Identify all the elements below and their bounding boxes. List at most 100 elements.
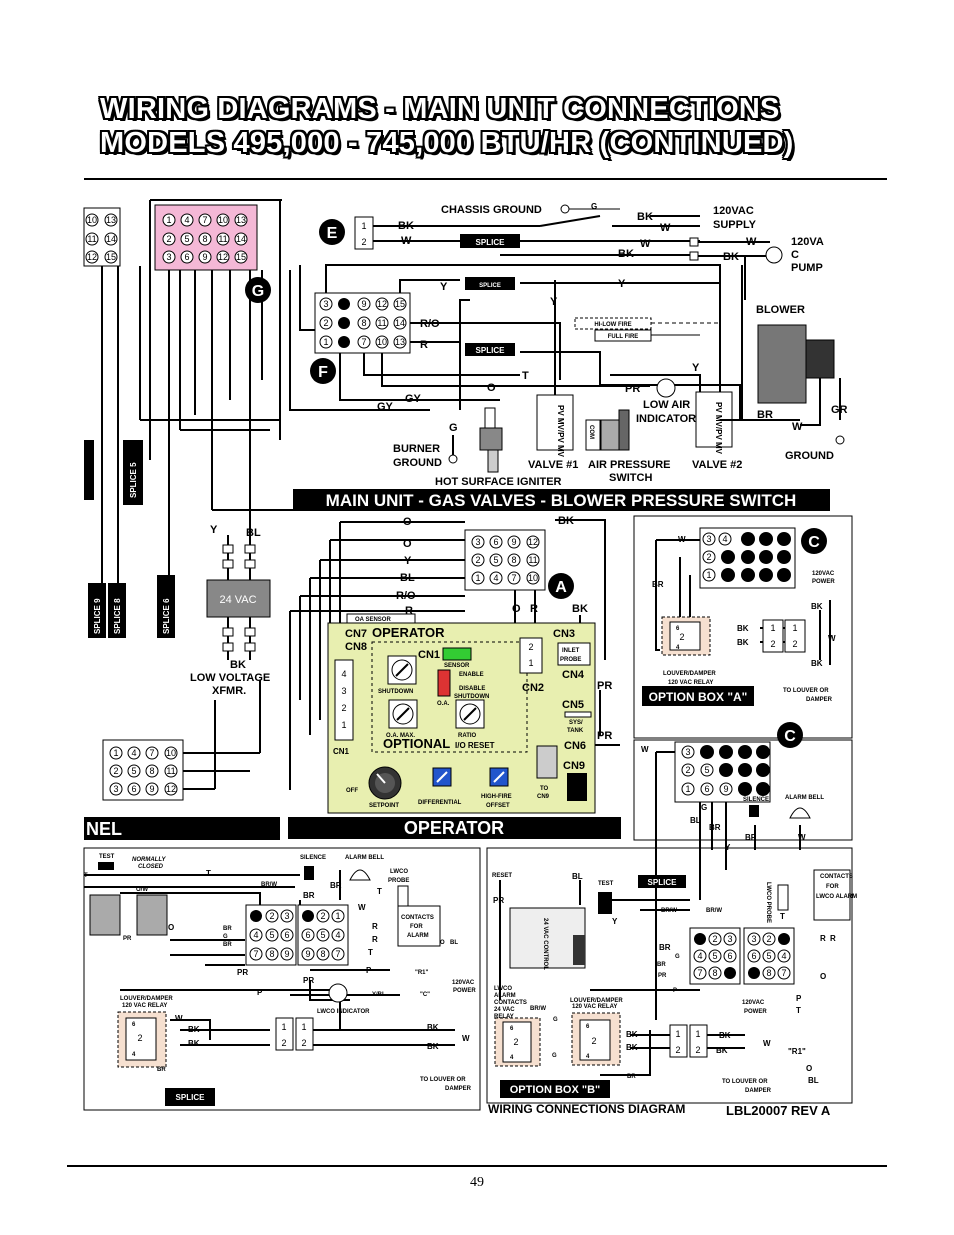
opt-a-pin-1b: 1: [792, 623, 797, 633]
inlet-probe-2: PROBE: [560, 657, 581, 663]
splice-supply: SPLICE: [476, 238, 506, 247]
main-unit-banner: [293, 489, 830, 511]
svg-text:10: 10: [166, 748, 176, 758]
opt-a-pin-2: 2: [770, 639, 775, 649]
svg-text:2: 2: [166, 234, 171, 244]
low-air-indicator-lamp: [656, 378, 676, 398]
lwco-alarm-5: RELAY: [494, 1014, 514, 1020]
alarm-c: "C": [420, 992, 430, 998]
option-box-b-banner: [500, 1080, 610, 1098]
enable-disable-switch[interactable]: [437, 669, 451, 697]
svg-text:11: 11: [166, 766, 175, 776]
lower-b-t-2: T: [796, 1006, 801, 1015]
oa-sensor-label: OA SENSOR: [355, 617, 391, 623]
svg-text:1: 1: [323, 337, 328, 347]
svg-text:9: 9: [511, 537, 516, 547]
alarm-o: O: [168, 923, 174, 932]
opt-b-120vac: 120VAC: [742, 1000, 765, 1006]
svg-text:3: 3: [284, 911, 289, 921]
svg-text:4: 4: [335, 930, 340, 940]
op-wire-bl: BL: [400, 572, 415, 584]
differential-dial[interactable]: [432, 767, 452, 787]
transformer: [206, 579, 271, 618]
valve2-pv: PV MV/PV MV: [714, 402, 723, 455]
op-wire-y: Y: [404, 555, 412, 567]
splice-y: SPLICE: [479, 283, 501, 289]
splice-b: SPLICE: [648, 878, 678, 887]
test-switch-b[interactable]: [598, 892, 612, 914]
high-fire-offset-dial[interactable]: [489, 767, 509, 787]
silence-switch[interactable]: [304, 866, 314, 880]
lower-b-br: BR: [659, 943, 671, 952]
test-b-label[interactable]: TEST: [598, 881, 614, 887]
valve-1-label: VALVE #1: [528, 459, 578, 471]
shutdown-label-2: SHUTDOWN: [454, 694, 489, 700]
svg-text:5: 5: [704, 765, 709, 775]
test-button[interactable]: [98, 862, 114, 870]
to-cn9-2: CN9: [537, 794, 550, 800]
lwco-g: G: [553, 1017, 558, 1023]
silence-switch-b[interactable]: [749, 805, 759, 817]
alarm-ybl: Y/BL: [372, 992, 386, 998]
svg-text:4: 4: [341, 669, 346, 679]
svg-text:8: 8: [361, 318, 366, 328]
opt-b-g: G: [701, 803, 707, 812]
alarm-bl: BL: [450, 940, 458, 946]
badge-a: [548, 573, 574, 599]
operator-banner: [288, 817, 621, 839]
lower-b-r1: "R1": [788, 1047, 806, 1056]
opt-b-br: BR: [709, 823, 721, 832]
svg-text:13: 13: [395, 337, 405, 347]
off-label: OFF: [346, 788, 358, 794]
alarm-t-1: T: [84, 873, 88, 879]
splice-6-label: SPLICE 6: [162, 598, 171, 634]
opt-a-louver-label: LOUVER/DAMPER: [663, 671, 716, 677]
reset-label[interactable]: RESET: [492, 873, 512, 879]
svg-text:7: 7: [697, 968, 702, 978]
oa-max-dial[interactable]: [388, 699, 418, 729]
shutdown-dial[interactable]: [387, 655, 417, 685]
badge-f-text: F: [318, 364, 328, 381]
alarm-r1: "R1": [415, 970, 429, 976]
alarm-louver-label: LOUVER/DAMPER: [120, 996, 173, 1002]
title-line-1: WIRING DIAGRAMS - MAIN UNIT CONNECTIONS: [100, 93, 780, 125]
badge-c-2: [777, 722, 803, 748]
svg-text:7: 7: [253, 949, 258, 959]
test-label[interactable]: TEST: [99, 854, 115, 860]
svg-text:3: 3: [706, 534, 711, 544]
high-fire-label: HIGH-FIRE: [481, 794, 512, 800]
operator-section: O O Y BL R/O R BK 3 6 9 12 2 5 8 11 1 4 …: [288, 515, 621, 839]
svg-text:4: 4: [722, 534, 727, 544]
alarm-br-1: BR: [223, 926, 232, 932]
svg-text:6: 6: [727, 951, 732, 961]
svg-text:12: 12: [87, 252, 97, 262]
xfmr-label: XFMR.: [212, 685, 246, 697]
svg-text:2: 2: [706, 552, 711, 562]
normally-closed-1: NORMALLY: [132, 857, 167, 863]
opt-a-w: W: [678, 535, 686, 544]
lower-b-bl: BL: [572, 872, 583, 881]
alarm-relay-2: 2: [137, 1033, 142, 1043]
io-reset-label[interactable]: I/O RESET: [455, 741, 495, 750]
op-wire-o-3: O: [512, 603, 521, 615]
to-cn9-1: TO: [540, 786, 549, 792]
ratio-dial[interactable]: [455, 699, 485, 729]
contacts-lwco-1: CONTACTS: [820, 874, 853, 880]
svg-text:7: 7: [335, 949, 340, 959]
cn7-label: CN7: [345, 628, 367, 640]
supply-bk-2: BK: [637, 211, 653, 223]
opt-a-bk-4: BK: [811, 659, 823, 668]
main-unit-section: 1 2 BK W CHASSIS GROUND G BK W 120VAC SU…: [245, 202, 848, 511]
main-wire-y-3: Y: [550, 296, 558, 308]
ground-label: GROUND: [785, 450, 834, 462]
op-wire-bk-2: BK: [572, 603, 588, 615]
main-wire-y-1: Y: [440, 281, 448, 293]
svg-text:1: 1: [706, 570, 711, 580]
opt-b-power: POWER: [744, 1009, 767, 1015]
setpoint-knob[interactable]: [368, 766, 402, 800]
svg-text:5: 5: [131, 766, 136, 776]
svg-text:5: 5: [320, 930, 325, 940]
supply-pin-1: 1: [361, 221, 366, 231]
svg-text:5: 5: [712, 951, 717, 961]
alarm-relay-4: 4: [132, 1052, 136, 1058]
